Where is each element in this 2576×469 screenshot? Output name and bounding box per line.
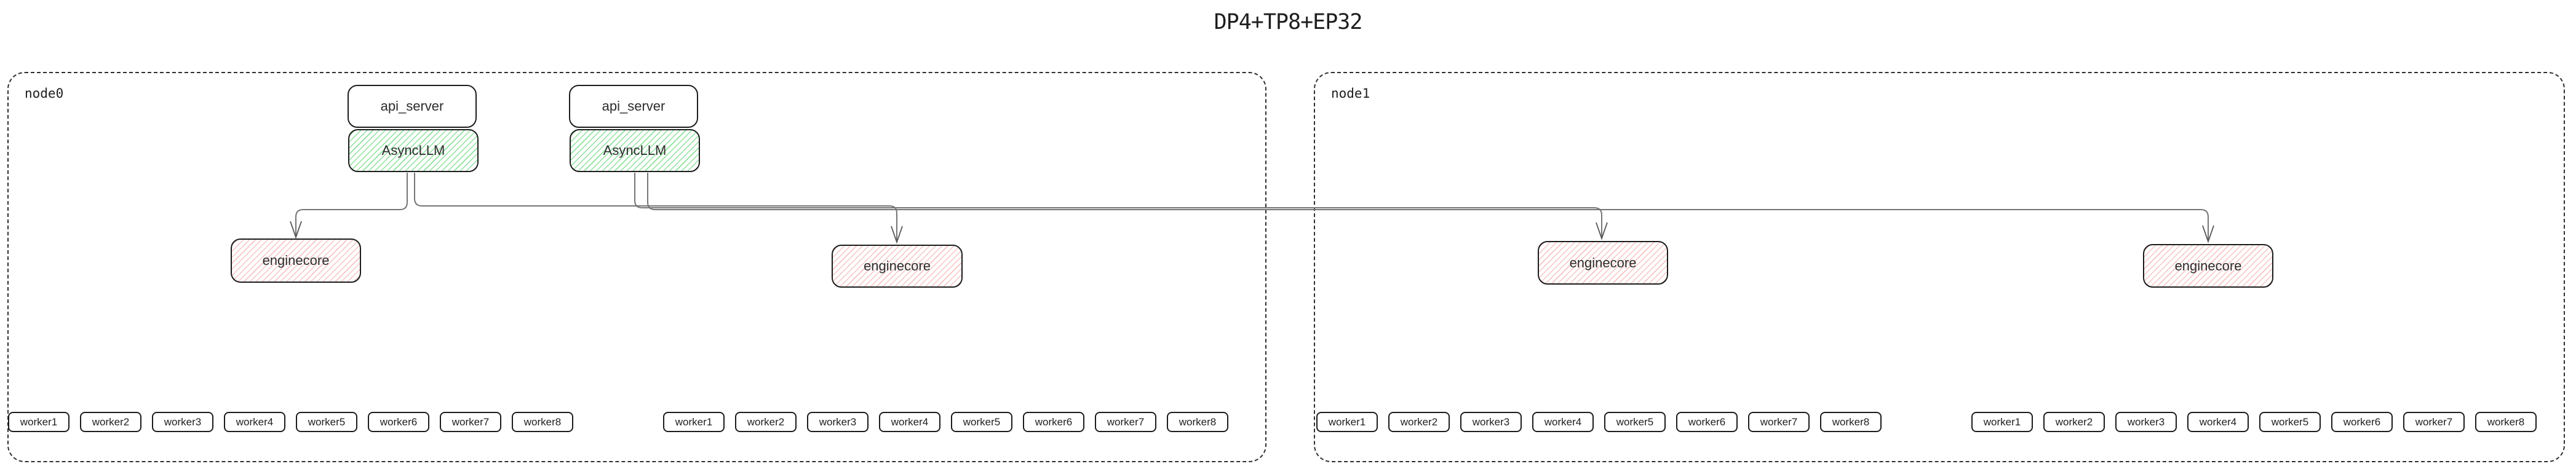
worker-box: worker8 [1167,412,1228,432]
worker-row-node0-group1: worker1 worker2 worker3 worker4 worker5 … [8,412,573,432]
worker-box: worker4 [879,412,940,432]
asyncllm-box-2: AsyncLLM [570,129,700,172]
worker-box: worker7 [1748,412,1810,432]
worker-box: worker6 [2331,412,2393,432]
arrowhead-enginecore4 [2202,225,2214,243]
worker-box: worker3 [152,412,213,432]
enginecore-box-3: enginecore [1538,241,1668,285]
api-server-box-1: api_server [348,85,477,128]
api-server-box-2: api_server [569,85,698,128]
worker-box: worker2 [2043,412,2105,432]
connector-asyncllm2-enginecore4 [647,173,2209,240]
worker-box: worker6 [1676,412,1738,432]
node1-label: node1 [1331,86,1370,101]
arrowhead-enginecore3 [1596,222,1608,240]
worker-box: worker3 [2115,412,2177,432]
connector-asyncllm1-enginecore2 [414,173,897,241]
connector-asyncllm1-enginecore1 [295,173,408,235]
worker-box: worker1 [663,412,725,432]
worker-box: worker5 [951,412,1012,432]
worker-box: worker3 [1460,412,1522,432]
enginecore-box-4: enginecore [2143,244,2273,288]
worker-box: worker8 [512,412,573,432]
worker-box: worker4 [224,412,285,432]
enginecore-box-1: enginecore [231,238,361,283]
node0-label: node0 [25,86,64,101]
worker-box: worker8 [2475,412,2537,432]
worker-box: worker3 [807,412,869,432]
worker-box: worker6 [1023,412,1084,432]
worker-box: worker2 [1388,412,1450,432]
worker-box: worker4 [1532,412,1594,432]
worker-box: worker4 [2187,412,2249,432]
worker-box: worker7 [440,412,501,432]
worker-box: worker2 [80,412,141,432]
worker-box: worker6 [368,412,429,432]
worker-box: worker1 [8,412,70,432]
enginecore-box-2: enginecore [832,245,963,288]
worker-box: worker5 [2259,412,2321,432]
worker-box: worker7 [1095,412,1156,432]
worker-box: worker8 [1820,412,1882,432]
worker-box: worker5 [296,412,357,432]
worker-box: worker1 [1316,412,1378,432]
node0-container: node0 [7,72,1266,462]
worker-box: worker5 [1604,412,1666,432]
worker-row-node0-group2: worker1 worker2 worker3 worker4 worker5 … [663,412,1228,432]
worker-row-node1-group2: worker1 worker2 worker3 worker4 worker5 … [1971,412,2537,432]
connector-asyncllm2-enginecore3 [634,173,1602,237]
diagram-title: DP4+TP8+EP32 [1214,10,1363,34]
node1-container: node1 [1314,72,2565,462]
worker-row-node1-group1: worker1 worker2 worker3 worker4 worker5 … [1316,412,1882,432]
worker-box: worker2 [735,412,797,432]
arrowhead-enginecore2 [891,226,903,244]
asyncllm-box-1: AsyncLLM [348,129,479,172]
worker-box: worker1 [1971,412,2033,432]
arrowhead-enginecore1 [290,221,302,239]
worker-box: worker7 [2403,412,2465,432]
